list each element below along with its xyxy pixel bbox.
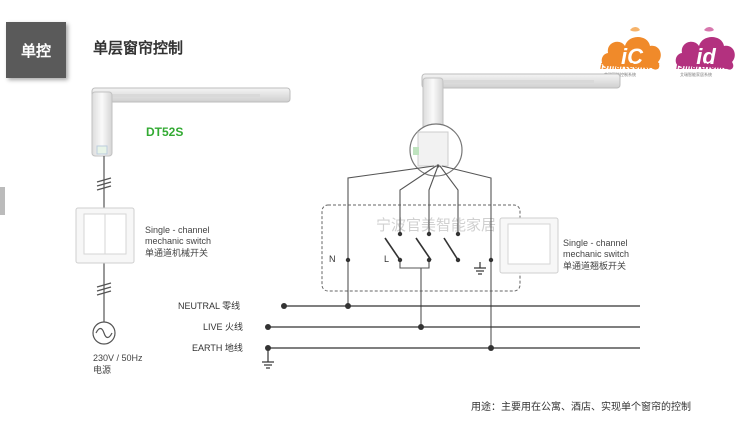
bus-junctions xyxy=(265,303,494,351)
wire-label-live: LIVE 火线 xyxy=(203,321,243,332)
left-curtain-rail xyxy=(91,87,291,103)
motor-magnifier xyxy=(409,123,463,177)
page-title: 单层窗帘控制 xyxy=(93,39,184,57)
wire-label-earth: EARTH 地线 xyxy=(192,342,243,353)
box-earth-icon xyxy=(474,262,486,275)
logo-caption: iSmartControl xyxy=(600,62,660,71)
power-label-2: 电源 xyxy=(93,364,111,375)
wire-label-neutral: NEUTRAL 零线 xyxy=(178,300,240,311)
logo-tagline: 艾瑞智能控制系统 xyxy=(604,72,636,77)
logo-tagline: 艾瑞智能家居系统 xyxy=(680,72,712,77)
motor-wires xyxy=(347,165,492,348)
left-curtain-motor xyxy=(91,91,113,157)
logo-letters: iC xyxy=(621,44,644,69)
ismarthome-logo: id xyxy=(675,27,735,70)
right-switch-label-en-2: mechanic switch xyxy=(563,249,629,259)
power-label-1: 230V / 50Hz xyxy=(93,353,143,363)
right-switch-label-cn: 单通道翘板开关 xyxy=(563,260,626,271)
bus-lines xyxy=(262,305,640,369)
left-switch-label-en-1: Single - channel xyxy=(145,225,210,235)
motor-model-label: DT52S xyxy=(146,125,183,139)
terminal-l-label: L xyxy=(384,254,389,264)
logo-caption: iSmartHome xyxy=(676,62,729,71)
ac-power-icon xyxy=(92,321,116,345)
usage-footnote: 用途：主要用在公寓、酒店、实现单个窗帘的控制 xyxy=(471,402,691,413)
rocker-switch-pair xyxy=(384,231,461,263)
logo-letters: id xyxy=(696,44,716,69)
header-tab: 单控 xyxy=(6,22,66,78)
left-switch-label-cn: 单通道机械开关 xyxy=(145,247,208,258)
left-mechanic-switch xyxy=(75,207,135,264)
right-switch-label-en-1: Single - channel xyxy=(563,238,628,248)
left-switch-label-en-2: mechanic switch xyxy=(145,236,211,246)
terminal-n-label: N xyxy=(329,254,336,264)
watermark: 宁波官美智能家居 xyxy=(376,216,496,234)
right-curtain-rail xyxy=(421,73,621,89)
side-marker xyxy=(0,187,5,215)
left-cable xyxy=(96,156,112,322)
ismartcontrol-logo: iC xyxy=(601,27,661,70)
right-rocker-switch xyxy=(499,217,559,274)
